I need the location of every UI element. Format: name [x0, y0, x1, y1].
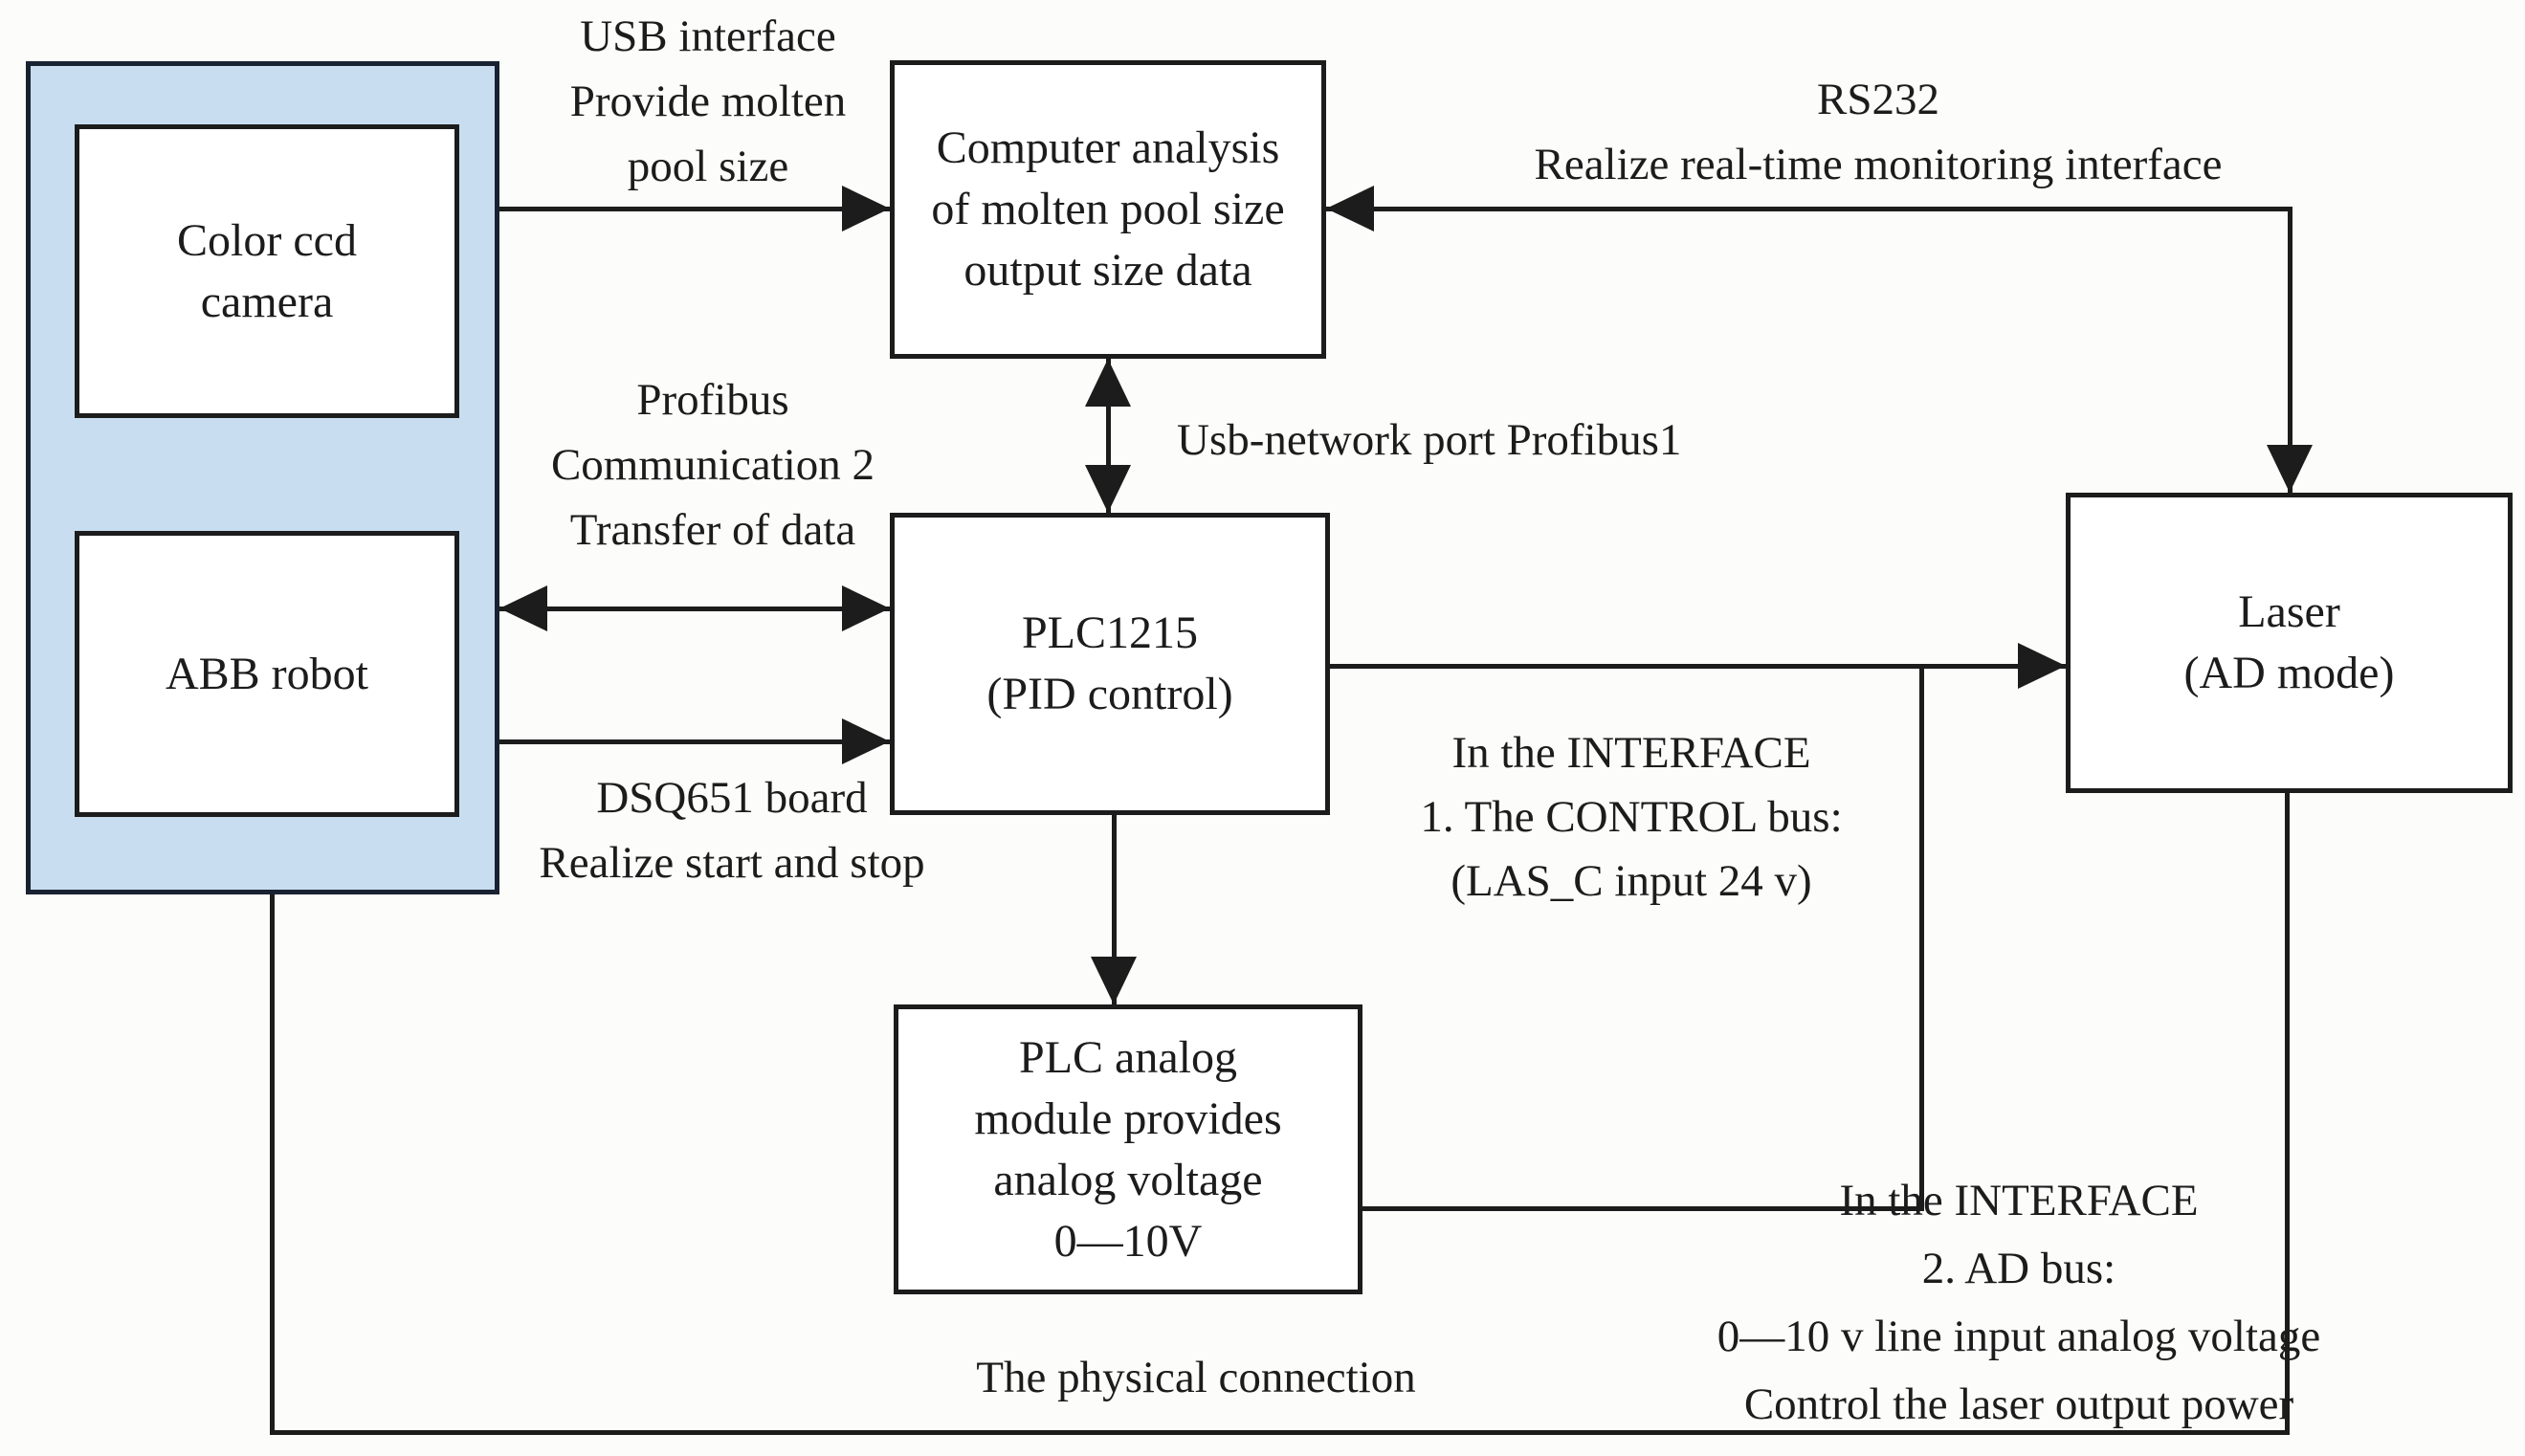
arrowhead-usb-network-up [1085, 359, 1131, 407]
label-rs232-line: Realize real-time monitoring interface [1534, 140, 2223, 189]
box-computer-analysis-text: of molten pool size [931, 184, 1285, 234]
label-interface-ad-bus: In the INTERFACE 2. AD bus: 0—10 v line … [1598, 1167, 2440, 1439]
connector-usb-network [1106, 359, 1111, 513]
label-profibus-line: Profibus [636, 375, 789, 425]
label-interface-ad-bus-line: 0—10 v line input analog voltage [1717, 1312, 2321, 1361]
label-dsq651-line: Realize start and stop [539, 838, 925, 888]
box-plc1215-text: PLC1215 [1021, 607, 1199, 658]
box-abb-robot-text: ABB robot [165, 648, 368, 699]
box-color-ccd-camera-text: Color ccd [177, 214, 357, 266]
arrowhead-rs232-left [1326, 186, 1374, 232]
arrowhead-dsq651-right [842, 718, 890, 764]
arrowhead-usb-right [842, 186, 890, 232]
connector-rs232-vertical [2288, 207, 2292, 493]
box-abb-robot: ABB robot [75, 531, 459, 817]
label-interface-ad-bus-line: Control the laser output power [1743, 1379, 2294, 1429]
arrowhead-profibus-left [499, 585, 547, 631]
label-usb-interface-line: pool size [627, 142, 789, 191]
label-physical-connection-line: The physical connection [976, 1353, 1416, 1402]
box-laser-text: Laser [2238, 586, 2340, 637]
box-plc-analog-module: PLC analog module provides analog voltag… [894, 1004, 1362, 1294]
connector-rs232-horizontal [1326, 207, 2292, 211]
box-plc-analog-module-text: module provides [974, 1092, 1282, 1144]
label-usb-interface-line: Provide molten [569, 77, 847, 126]
connector-ad-bus-horizontal [1362, 1206, 1924, 1211]
label-rs232-line: RS232 [1817, 75, 1939, 124]
connector-dsq651 [499, 739, 890, 744]
connector-plc-analog [1112, 815, 1117, 1004]
label-interface-ad-bus-line: 2. AD bus: [1921, 1244, 2116, 1293]
box-plc1215-text: (PID control) [986, 669, 1233, 719]
arrowhead-plc-analog-down [1091, 957, 1137, 1004]
box-computer-analysis-text: output size data [963, 245, 1252, 296]
box-plc-analog-module-text: PLC analog [1019, 1031, 1237, 1083]
connector-usb [499, 207, 890, 211]
label-usb-interface-line: USB interface [580, 11, 836, 61]
arrowhead-rs232-down [2267, 445, 2313, 493]
label-interface-control-bus-line: 1. The CONTROL bus: [1420, 792, 1843, 842]
box-plc1215: PLC1215 (PID control) [890, 513, 1330, 815]
box-color-ccd-camera-text: camera [200, 276, 334, 327]
label-usb-network-port: Usb-network port Profibus1 [1177, 408, 1847, 473]
arrowhead-profibus-right [842, 585, 890, 631]
connector-ad-bus-vertical [1919, 664, 1924, 1211]
label-profibus-line: Communication 2 [550, 440, 875, 490]
box-plc-analog-module-text: analog voltage [993, 1154, 1263, 1205]
label-interface-ad-bus-line: In the INTERFACE [1839, 1176, 2199, 1225]
arrowhead-usb-network-down [1085, 465, 1131, 513]
box-plc-analog-module-text: 0—10V [1053, 1215, 1203, 1267]
label-dsq651-board: DSQ651 board Realize start and stop [445, 765, 1019, 895]
box-computer-analysis-text: Computer analysis [936, 122, 1280, 173]
connector-physical-left [270, 894, 275, 1435]
label-profibus-communication: Profibus Communication 2 Transfer of dat… [483, 367, 942, 563]
connector-physical-bottom [270, 1430, 2290, 1435]
label-rs232: RS232 Realize real-time monitoring inter… [1424, 67, 2333, 197]
label-usb-interface: USB interface Provide molten pool size [488, 4, 928, 199]
connector-profibus [499, 607, 890, 611]
arrowhead-control-bus-right [2018, 643, 2066, 689]
label-profibus-line: Transfer of data [569, 505, 856, 555]
label-interface-control-bus-line: (LAS_C input 24 v) [1451, 856, 1812, 906]
connector-control-bus [1330, 664, 2066, 669]
label-usb-network-port-line: Usb-network port Profibus1 [1177, 415, 1682, 465]
label-physical-connection: The physical connection [909, 1345, 1483, 1410]
box-laser: Laser (AD mode) [2066, 493, 2513, 793]
box-laser-text: (AD mode) [2183, 648, 2395, 698]
box-color-ccd-camera: Color ccd camera [75, 124, 459, 418]
label-interface-control-bus-line: In the INTERFACE [1451, 728, 1811, 778]
label-interface-control-bus: In the INTERFACE 1. The CONTROL bus: (LA… [1325, 721, 1938, 914]
box-computer-analysis: Computer analysis of molten pool size ou… [890, 60, 1326, 359]
connector-physical-right [2285, 793, 2290, 1435]
label-dsq651-line: DSQ651 board [596, 773, 868, 823]
